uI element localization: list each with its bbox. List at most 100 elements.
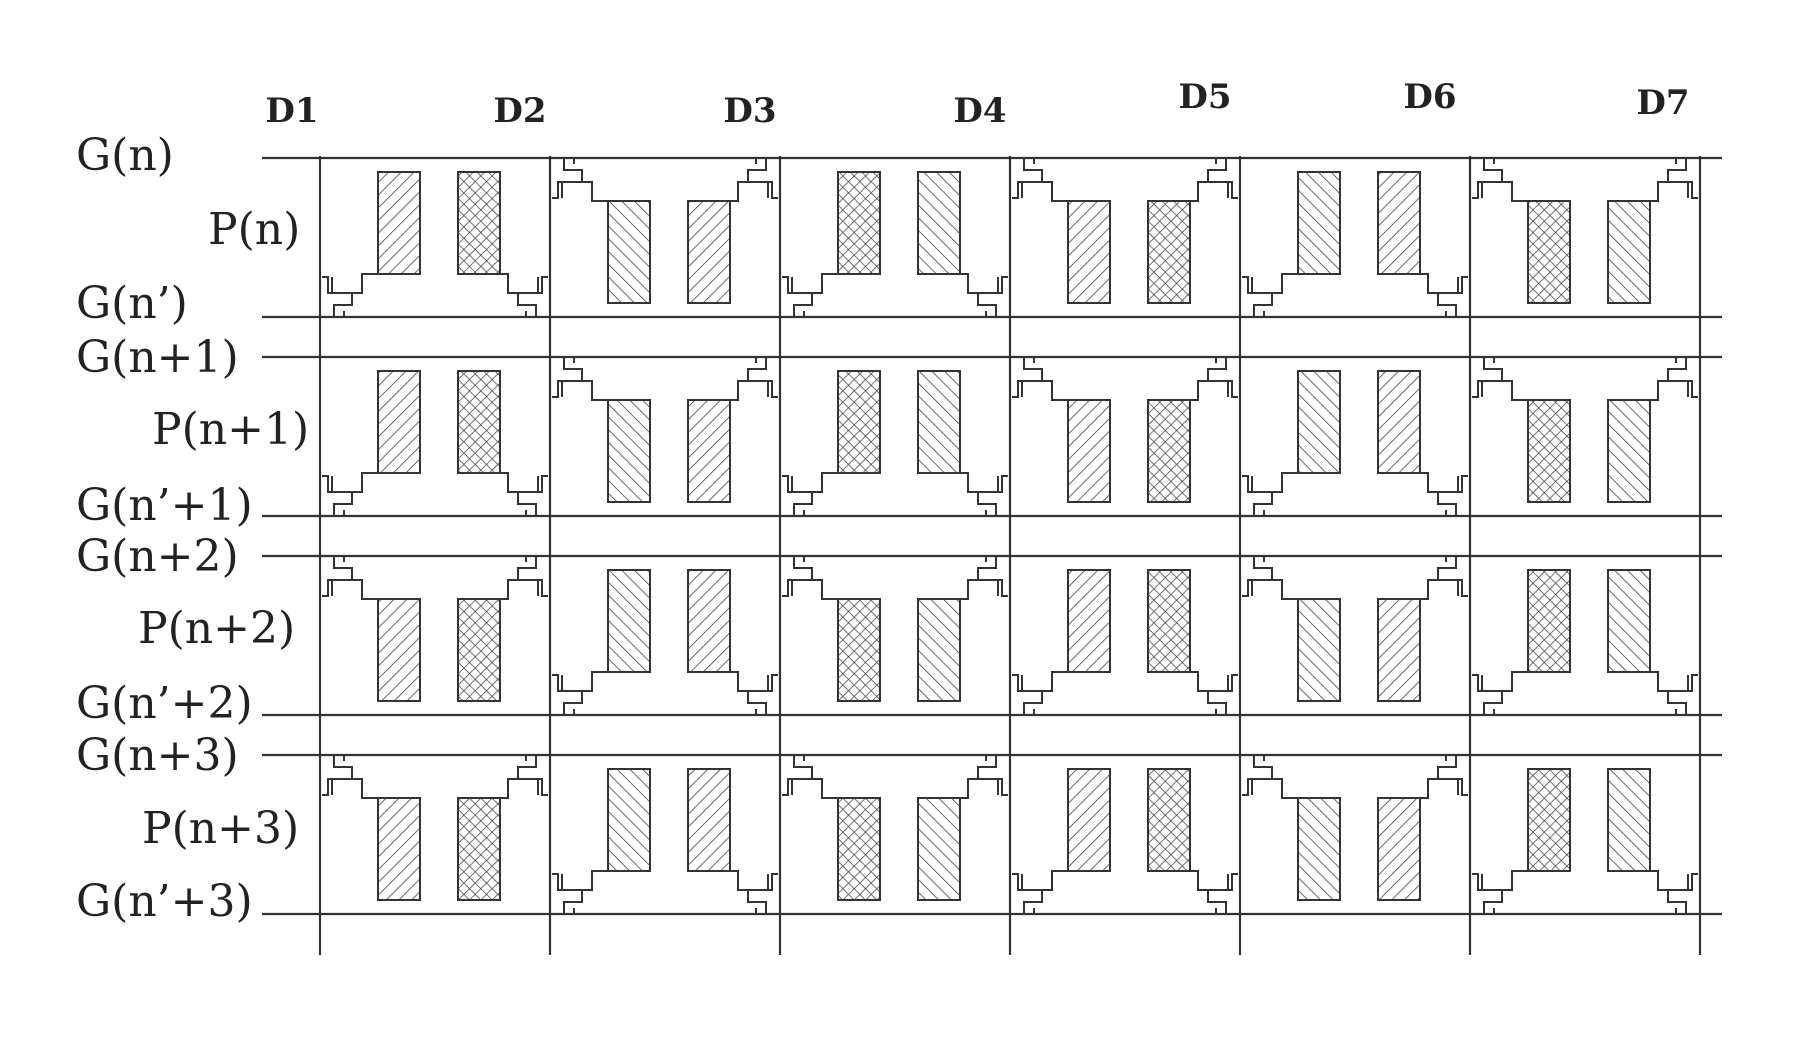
pixel-cell [1242,556,1468,701]
subpixel-electrode [1608,400,1650,502]
pixel-cell [1012,158,1238,303]
tft-switch [1208,874,1238,914]
subpixel-electrode [458,172,500,274]
pixel-cell [782,755,1008,900]
drain-connection [730,381,768,400]
drain-connection [960,779,998,798]
subpixel-electrode [1378,599,1420,701]
tft-switch [978,476,1008,516]
drain-connection [1252,473,1298,492]
subpixel-electrode [1528,570,1570,672]
subpixel-electrode [1148,769,1190,871]
drain-connection [332,473,378,492]
tft-switch [1012,874,1042,914]
pixel-row-label: P(n+2) [138,603,295,654]
subpixel-electrode [608,769,650,871]
drain-connection [730,182,768,201]
data-line-label: D1 [265,91,318,131]
drain-connection [960,274,998,293]
subpixel-electrode [918,798,960,900]
tft-switch [322,277,352,317]
drain-connection [792,473,838,492]
tft-switch [322,556,352,596]
pixel-cell [322,371,548,516]
drain-connection [1252,580,1298,599]
tft-switch [518,755,548,795]
subpixel-electrode [688,570,730,672]
tft-switch [748,675,778,715]
drain-connection [1190,381,1228,400]
data-line-label: D2 [493,91,546,131]
subpixel-electrode [1298,172,1340,274]
tft-switch [782,755,812,795]
drain-connection [1022,381,1068,400]
tft-switch [552,675,582,715]
tft-switch [782,556,812,596]
gate-label: G(n+1) [76,332,239,383]
gate-label: G(n’+3) [76,876,253,927]
tft-switch [552,874,582,914]
subpixel-electrode [1298,798,1340,900]
drain-connection [960,580,998,599]
drain-connection [562,672,608,691]
drain-connection [1022,871,1068,890]
drain-connection [730,672,768,691]
subpixel-electrode [918,172,960,274]
subpixel-electrode [1148,570,1190,672]
drain-connection [792,274,838,293]
tft-switch [1012,158,1042,198]
drain-connection [792,779,838,798]
subpixel-electrode [608,570,650,672]
tft-switch [1242,277,1272,317]
drain-connection [500,779,538,798]
tft-switch [782,476,812,516]
pixel-cell [322,172,548,317]
drain-connection [1482,871,1528,890]
tft-switch [518,556,548,596]
data-line-label: D6 [1403,77,1456,117]
tft-switch [748,357,778,397]
tft-switch [748,874,778,914]
subpixel-electrode [378,371,420,473]
drain-connection [1650,381,1688,400]
subpixel-electrode [378,599,420,701]
pixel-cell [322,556,548,701]
tft-switch [552,357,582,397]
drain-connection [792,580,838,599]
tft-switch [1668,158,1698,198]
subpixel-electrode [688,769,730,871]
subpixel-electrode [378,798,420,900]
drain-connection [730,871,768,890]
drain-connection [500,274,538,293]
subpixel-electrode [838,172,880,274]
tft-switch [1668,675,1698,715]
tft-switch [978,755,1008,795]
pixel-cell [1472,357,1698,502]
drain-connection [1190,871,1228,890]
drain-connection [500,580,538,599]
drain-connection [562,182,608,201]
gate-label: G(n’+2) [76,678,253,729]
subpixel-electrode [1068,400,1110,502]
drain-connection [1190,182,1228,201]
tft-switch [1472,357,1502,397]
drain-connection [332,274,378,293]
subpixel-electrode [378,172,420,274]
drain-connection [562,871,608,890]
subpixel-electrode [688,400,730,502]
drain-connection [1482,381,1528,400]
tft-switch [978,277,1008,317]
tft-switch [1668,357,1698,397]
subpixel-electrode [1608,201,1650,303]
tft-switch [1668,874,1698,914]
subpixel-electrode [1148,400,1190,502]
subpixel-electrode [838,798,880,900]
drain-connection [1420,473,1458,492]
gate-label: G(n+3) [76,730,239,781]
subpixel-electrode [458,798,500,900]
tft-switch [1472,874,1502,914]
pixel-cell [782,371,1008,516]
subpixel-electrode [1528,400,1570,502]
drain-connection [1650,672,1688,691]
